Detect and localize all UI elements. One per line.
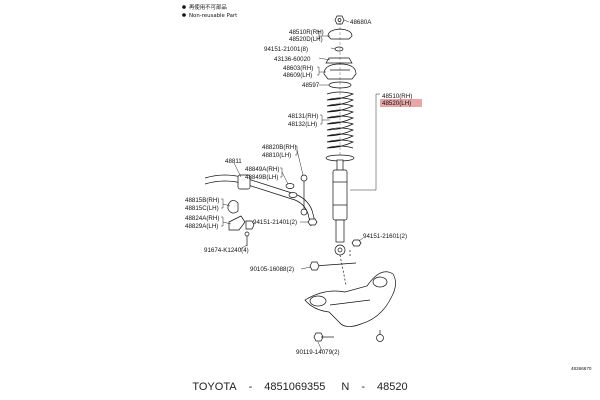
nut-48680a <box>334 15 345 25</box>
bushing-48815b <box>227 200 239 214</box>
label-94151-21601: 94151-21601(2) <box>363 233 407 240</box>
link-cushion <box>285 183 295 189</box>
stabilizer-bushing <box>237 174 251 190</box>
upper-support <box>323 15 357 160</box>
label-48824a: 48824A(RH) <box>185 215 219 222</box>
label-91674: 91674-K1240(4) <box>204 247 249 254</box>
caption-prefix: N <box>341 380 350 393</box>
caption-part-number: 4851069355 <box>264 380 326 393</box>
shock-absorber <box>332 159 362 256</box>
label-48132: 48132(LH) <box>288 121 317 128</box>
drawing-number: 48266670 <box>571 366 592 371</box>
link-lower-joint <box>300 208 308 216</box>
label-48680a: 48680A <box>350 19 372 26</box>
ball-joint <box>376 334 384 342</box>
nut-94151-21001 <box>334 46 344 52</box>
non-reusable-dot-icon <box>182 5 186 9</box>
label-48829a: 48829A(LH) <box>185 223 218 230</box>
bolt-90105 <box>309 261 320 271</box>
label-48811: 48811 <box>225 158 242 165</box>
bracket-48824a <box>228 215 246 231</box>
label-94151-21001: 94151-21001(8) <box>264 46 308 53</box>
bushing-48824a <box>245 220 255 230</box>
nut-94151-21401 <box>307 218 318 226</box>
label-48131: 48131(RH) <box>288 113 318 120</box>
bolt-90119 <box>313 332 324 342</box>
link-upper-joint <box>300 174 308 182</box>
label-48815c: 48815C(LH) <box>185 205 219 212</box>
part-caption: TOYOTA-4851069355 N-48520 <box>0 373 600 400</box>
stabilizer-bar <box>204 174 318 246</box>
label-48609: 48609(LH) <box>283 72 312 79</box>
non-reusable-dot-icon <box>182 13 186 17</box>
highlight-box <box>380 99 422 107</box>
nut-94151-21601 <box>351 239 362 247</box>
lower-eye <box>334 244 346 256</box>
label-48520d: 48520D(LH) <box>289 36 323 43</box>
label-48815b: 48815B(RH) <box>185 197 219 204</box>
legend: 再使用不可部品 Non-reusable Part <box>182 3 237 19</box>
label-48597: 48597 <box>302 82 320 89</box>
lower-arm-body <box>304 271 396 327</box>
label-90119: 90119-14079(2) <box>296 349 340 356</box>
legend-item-jp: 再使用不可部品 <box>189 3 227 11</box>
label-90105: 90105-16088(2) <box>250 266 294 273</box>
caption-short-number: 48520 <box>377 380 408 393</box>
label-48603: 48603(RH) <box>283 65 313 72</box>
label-48510r: 48510R(RH) <box>289 29 324 36</box>
upper-support-mount <box>323 63 357 80</box>
label-48849a: 48849A(RH) <box>245 166 279 173</box>
label-43136: 43136-60020 <box>274 56 311 63</box>
caption-separator: - <box>361 380 366 393</box>
leader-lines <box>222 19 380 352</box>
parts-diagram: 再使用不可部品 Non-reusable Part <box>182 3 592 371</box>
label-94151-21401: 94151-21401(2) <box>253 219 297 226</box>
label-48849b: 48849B(LH) <box>245 174 278 181</box>
part-labels: 48680A 48510R(RH) 48520D(LH) 94151-21001… <box>185 19 592 371</box>
bolt-91674 <box>244 231 250 237</box>
shock-body <box>332 169 348 221</box>
caption-separator: - <box>248 380 253 393</box>
bearing <box>325 57 353 64</box>
caption-brand: TOYOTA <box>192 380 237 393</box>
label-48510-rh: 48510(RH) <box>382 93 412 100</box>
legend-item-en: Non-reusable Part <box>189 13 237 19</box>
label-48820b: 48820B(RH) <box>262 144 296 151</box>
label-brackets <box>221 30 323 227</box>
lower-arm <box>304 250 396 342</box>
label-48810: 48810(LH) <box>262 152 291 159</box>
label-48520-lh: 48520(LH) <box>382 100 411 107</box>
